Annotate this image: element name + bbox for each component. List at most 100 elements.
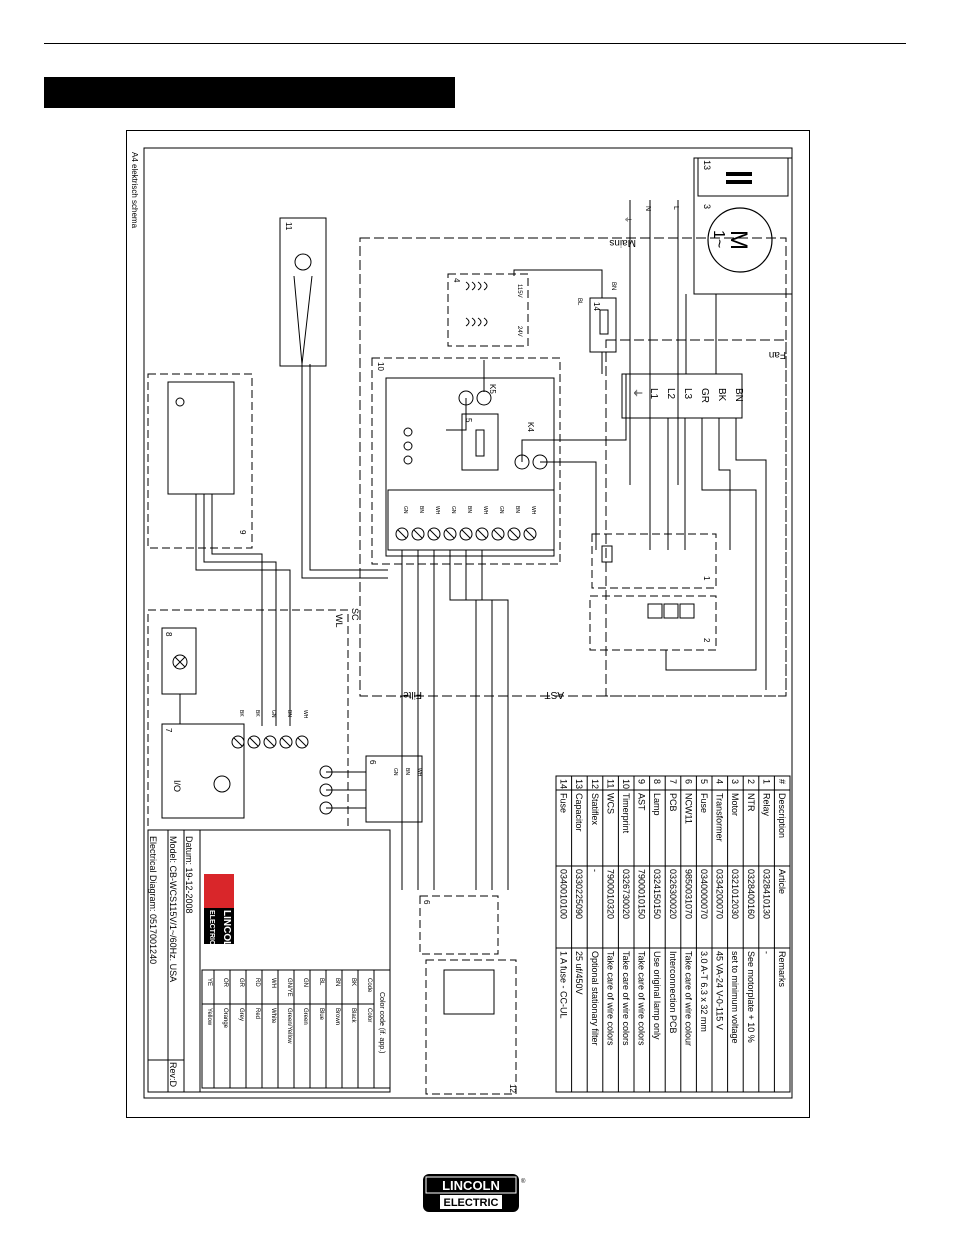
pcb-terminal-slot — [477, 529, 487, 539]
color-code-abbrev: GR — [238, 978, 244, 988]
transformer-primary-coil — [465, 281, 488, 291]
section-title-bar — [44, 77, 455, 108]
component-6-number: 6 — [368, 760, 377, 765]
component-4-number: 4 — [452, 278, 461, 283]
transformer-primary-label: 115V — [516, 284, 522, 298]
pcb-zone — [371, 357, 561, 565]
io-terminal-label: WH — [302, 710, 308, 719]
relay-1-coil-icon — [601, 545, 613, 563]
relay-2-box — [589, 595, 717, 651]
fan-zone — [605, 339, 787, 697]
parts-table-cell: 0324150150 — [652, 869, 662, 919]
pcb-terminal-screw — [507, 527, 521, 541]
parts-table-cell: 2 — [746, 779, 756, 784]
parts-table-cell: Use original lamp only — [652, 951, 662, 1040]
parts-table-cell: 11 — [605, 779, 615, 788]
parts-table-cell: 6 — [683, 779, 693, 784]
parts-table-cell: 13 — [574, 779, 584, 789]
mains-terminal-bn: BN — [733, 388, 744, 402]
pcb-terminal-label: GN — [402, 506, 408, 514]
fuse-14-icon — [599, 309, 609, 335]
rev-text: Rev:D — [168, 1062, 178, 1088]
parts-table-cell: 0321012030 — [730, 869, 740, 919]
parts-table-cell: Transformer — [715, 793, 725, 842]
io-terminal-label: BK — [238, 710, 244, 717]
pcb-terminal-screw — [459, 527, 473, 541]
color-code-abbrev: YE — [206, 978, 212, 986]
io-terminal-screw — [231, 735, 245, 749]
pcb-terminal-slot — [429, 529, 439, 539]
fuse-5-box — [461, 413, 499, 471]
color-code-abbrev: OR — [222, 978, 228, 988]
io-terminal-screw — [295, 735, 309, 749]
component-10-number: 10 — [376, 362, 385, 371]
parts-table-cell: Optional stationary filter — [590, 951, 600, 1046]
motor-icon — [707, 207, 773, 273]
color-code-abbrev: BK — [350, 978, 356, 986]
parts-table-header: Remarks — [777, 951, 787, 988]
io-terminal-slot — [233, 737, 243, 747]
parts-table-cell: NTR — [746, 793, 756, 812]
component-14-number: 14 — [592, 302, 601, 311]
parts-table-cell: AST — [637, 793, 647, 811]
color-code-name: Green — [302, 1008, 308, 1025]
parts-table-cell: Relay — [761, 793, 771, 817]
ntr-contact-1 — [647, 603, 663, 619]
pcb-terminal-screw — [491, 527, 505, 541]
component-13-number: 13 — [702, 160, 712, 170]
parts-table-cell: Statiflex — [590, 793, 600, 826]
mains-zone — [359, 237, 787, 697]
led-group — [403, 427, 413, 465]
parts-table-cell: 0334200070 — [715, 869, 725, 919]
pcb-terminal-slot — [461, 529, 471, 539]
diagram-number: Electrical Diagram: 0517001240 — [148, 836, 158, 964]
ast-label: AST — [545, 689, 564, 700]
transformer-box — [447, 273, 529, 347]
wl-label: WL — [334, 614, 344, 628]
top-rule — [44, 43, 906, 44]
pcb-terminal-screw — [523, 527, 537, 541]
connector-box — [419, 895, 499, 955]
parts-table-cell: 45 VA-24 V-0-115 V — [715, 951, 725, 1030]
lamp-icon — [172, 654, 188, 670]
parts-table-cell: 7900010320 — [605, 869, 615, 919]
parts-table-cell: 25 uf/450V — [574, 951, 584, 995]
mains-terminal-l3: L3 — [682, 388, 693, 400]
parts-table-cell: Interconnection PCB — [668, 951, 678, 1034]
motor-box — [693, 157, 793, 295]
pcb-terminal-label: BN — [466, 506, 472, 513]
parts-table-cell: WCS — [605, 793, 615, 814]
io-box — [161, 723, 245, 819]
k5-relay-terminals: K5 — [458, 384, 497, 406]
parts-table-cell: 9850031070 — [683, 869, 693, 919]
color-code-name: Black — [350, 1008, 356, 1024]
fuse-14-box — [589, 297, 617, 353]
io-switch-icon — [213, 775, 231, 793]
color-code-abbrev: RD — [254, 978, 260, 987]
pcb-terminal-slot — [525, 529, 535, 539]
component-2-number: 2 — [702, 638, 711, 643]
parts-table-cell: 9 — [637, 779, 647, 784]
component-9-number: 9 — [238, 530, 247, 535]
sc-label: SC — [350, 608, 360, 621]
color-code-name: Orange — [222, 1008, 228, 1029]
component-8-number: 8 — [164, 632, 173, 637]
io-terminal-screw — [263, 735, 277, 749]
pcb-terminal-slot — [509, 529, 519, 539]
parts-table-cell: 0328400160 — [746, 869, 756, 919]
parts-table-cell: 0330225090 — [574, 869, 584, 919]
k4-label: K4 — [526, 422, 535, 432]
date-text: Datum: 19-12-2008 — [184, 836, 194, 914]
sheet-label: A4 elektrisch schema — [130, 152, 139, 229]
wcs-box — [279, 217, 327, 367]
sensor-terminal-label: BN — [404, 768, 410, 775]
parts-table-cell: See motorplate + 10 % — [746, 951, 756, 1043]
pcb-terminal-screw — [443, 527, 457, 541]
wcs-sensor-icon — [294, 253, 312, 271]
parts-table-cell: 7 — [668, 779, 678, 784]
color-code-abbrev: GN — [302, 978, 308, 987]
wiring-diagram: A4 elektrisch schema Mains Fan 13 3 M 1~… — [130, 147, 793, 1099]
parts-table-cell: 10 — [621, 779, 631, 789]
mains-terminal-block: BN BK GR L3 L2 L1 ⏚ — [621, 373, 744, 419]
